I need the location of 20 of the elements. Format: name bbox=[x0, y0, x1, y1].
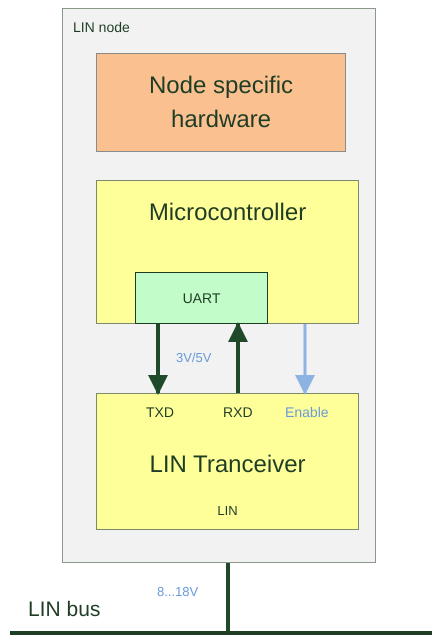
arrow bbox=[148, 324, 168, 395]
voltage-label: 3V/5V bbox=[176, 349, 212, 367]
uart-box bbox=[135, 272, 268, 324]
node-container bbox=[62, 8, 376, 563]
pin-label: RXD bbox=[223, 403, 253, 422]
node-title: LIN node bbox=[73, 18, 130, 37]
voltage-label: 8...18V bbox=[157, 583, 198, 601]
pin-label: LIN bbox=[216, 502, 239, 520]
transceiver-box bbox=[96, 393, 359, 530]
arrow bbox=[228, 322, 248, 393]
bus-label: LIN bus bbox=[28, 597, 100, 623]
arrow bbox=[295, 324, 315, 395]
box-title: LIN Tranceiver bbox=[148, 450, 307, 480]
hardware-box bbox=[96, 53, 346, 152]
pin-label: TXD bbox=[146, 403, 174, 422]
box-title: Node specific hardware bbox=[148, 70, 294, 134]
microcontroller-box bbox=[96, 180, 359, 324]
box-title: UART bbox=[182, 288, 222, 308]
pin-label: Enable bbox=[285, 403, 329, 422]
box-title: Microcontroller bbox=[148, 198, 308, 228]
